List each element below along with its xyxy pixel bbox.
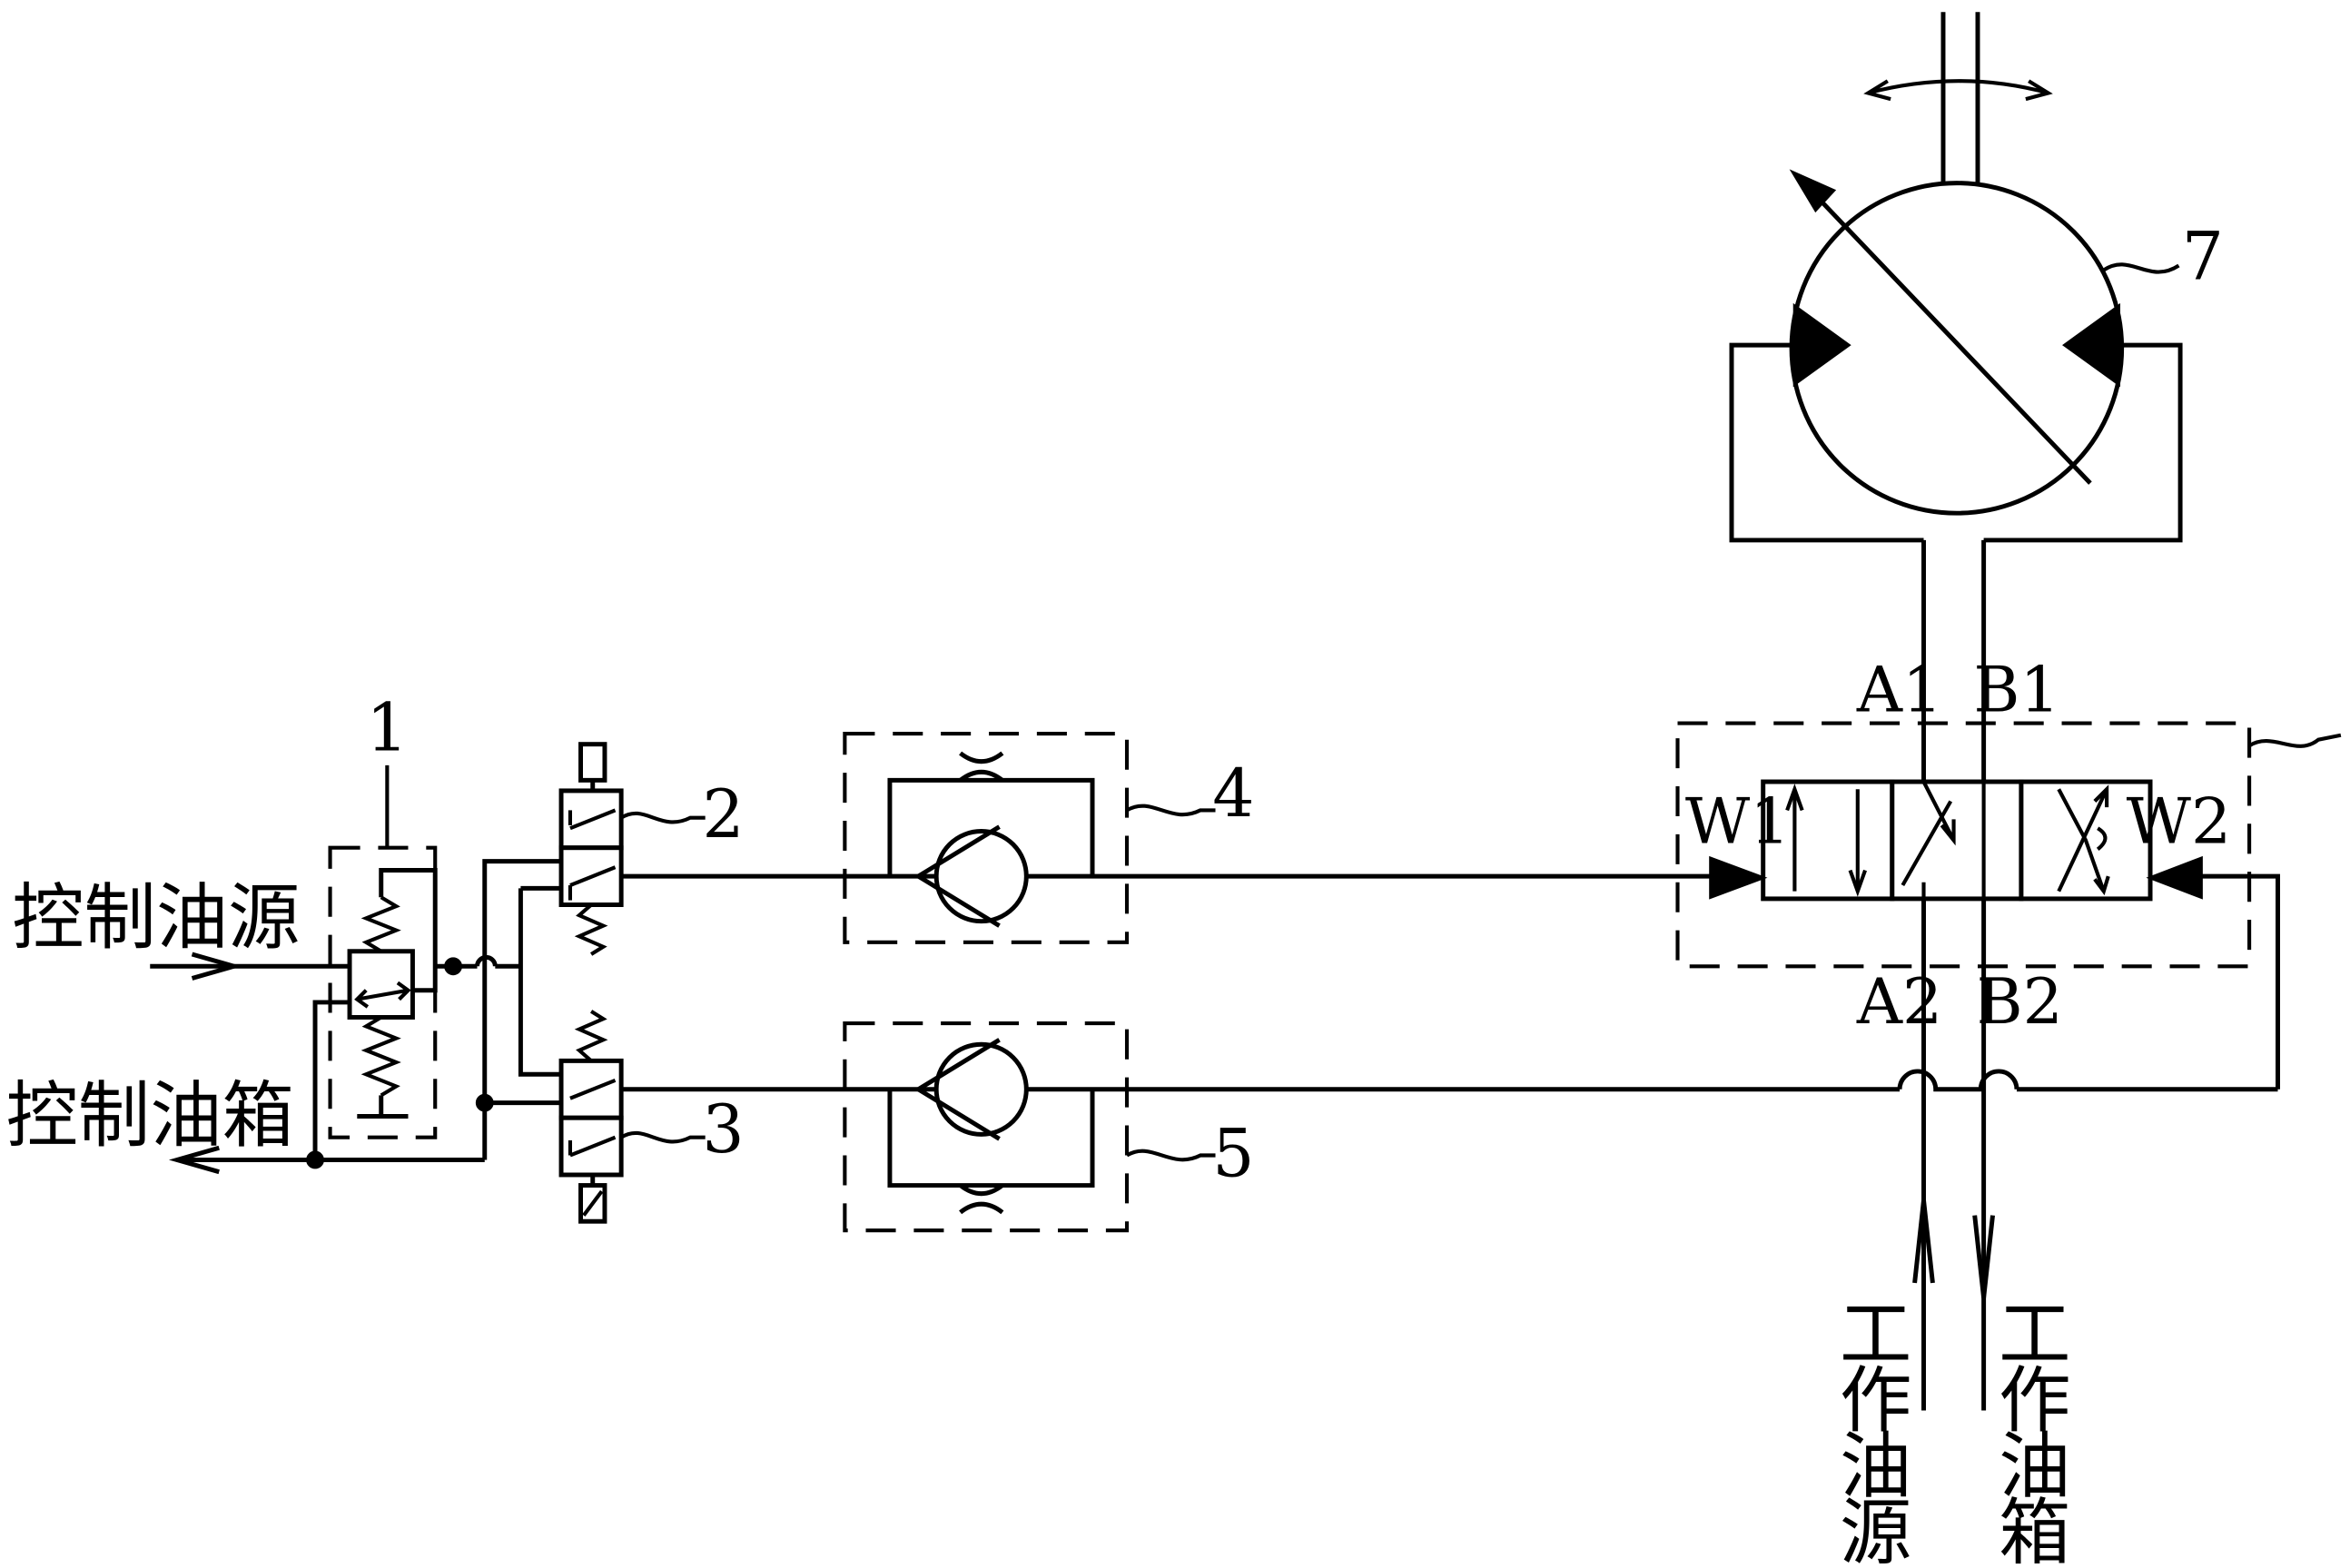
relief-valve-1 — [328, 845, 454, 1139]
label-control-oil-tank: 控制油箱 — [6, 1073, 294, 1158]
pilot-manifold — [444, 859, 562, 1160]
label-port-a1: A1 — [1856, 654, 1942, 726]
svg-text:源: 源 — [1840, 1490, 1911, 1568]
work-oil-lines — [1912, 539, 1995, 1411]
label-component-2: 2 — [702, 777, 744, 853]
svg-text:作: 作 — [1999, 1358, 2070, 1443]
control-oil-lines — [150, 952, 485, 1175]
label-port-w2: W2 — [2127, 786, 2231, 859]
label-work-oil-source: 工 作 油 源 — [1840, 1292, 1911, 1568]
svg-text:箱: 箱 — [1999, 1490, 2070, 1568]
solenoid-valve-3 — [558, 1010, 624, 1224]
svg-text:工: 工 — [1999, 1292, 2070, 1376]
svg-text:油: 油 — [1840, 1425, 1911, 1509]
variable-motor-7 — [1729, 12, 2183, 543]
check-valve-4 — [843, 732, 1130, 944]
directional-valve-6 — [1675, 721, 2252, 969]
label-port-b2: B2 — [1977, 966, 2063, 1039]
label-component-7: 7 — [2182, 219, 2224, 295]
label-port-a2: A2 — [1856, 966, 1942, 1039]
svg-text:作: 作 — [1840, 1358, 1911, 1443]
control-line-lower — [621, 873, 2280, 1092]
label-component-4: 4 — [1212, 756, 1254, 833]
label-control-oil-source: 控制油源 — [12, 875, 300, 960]
label-component-1: 1 — [366, 690, 408, 766]
svg-text:油: 油 — [1999, 1425, 2070, 1509]
label-component-5: 5 — [1212, 1117, 1254, 1193]
label-work-oil-tank: 工 作 油 箱 — [1999, 1292, 2070, 1568]
label-port-w1: W1 — [1685, 786, 1790, 859]
label-port-b1: B1 — [1973, 654, 2059, 726]
label-component-3: 3 — [702, 1092, 744, 1169]
solenoid-valve-2 — [558, 742, 624, 956]
svg-text:工: 工 — [1840, 1292, 1911, 1376]
check-valve-5 — [843, 1021, 1130, 1233]
